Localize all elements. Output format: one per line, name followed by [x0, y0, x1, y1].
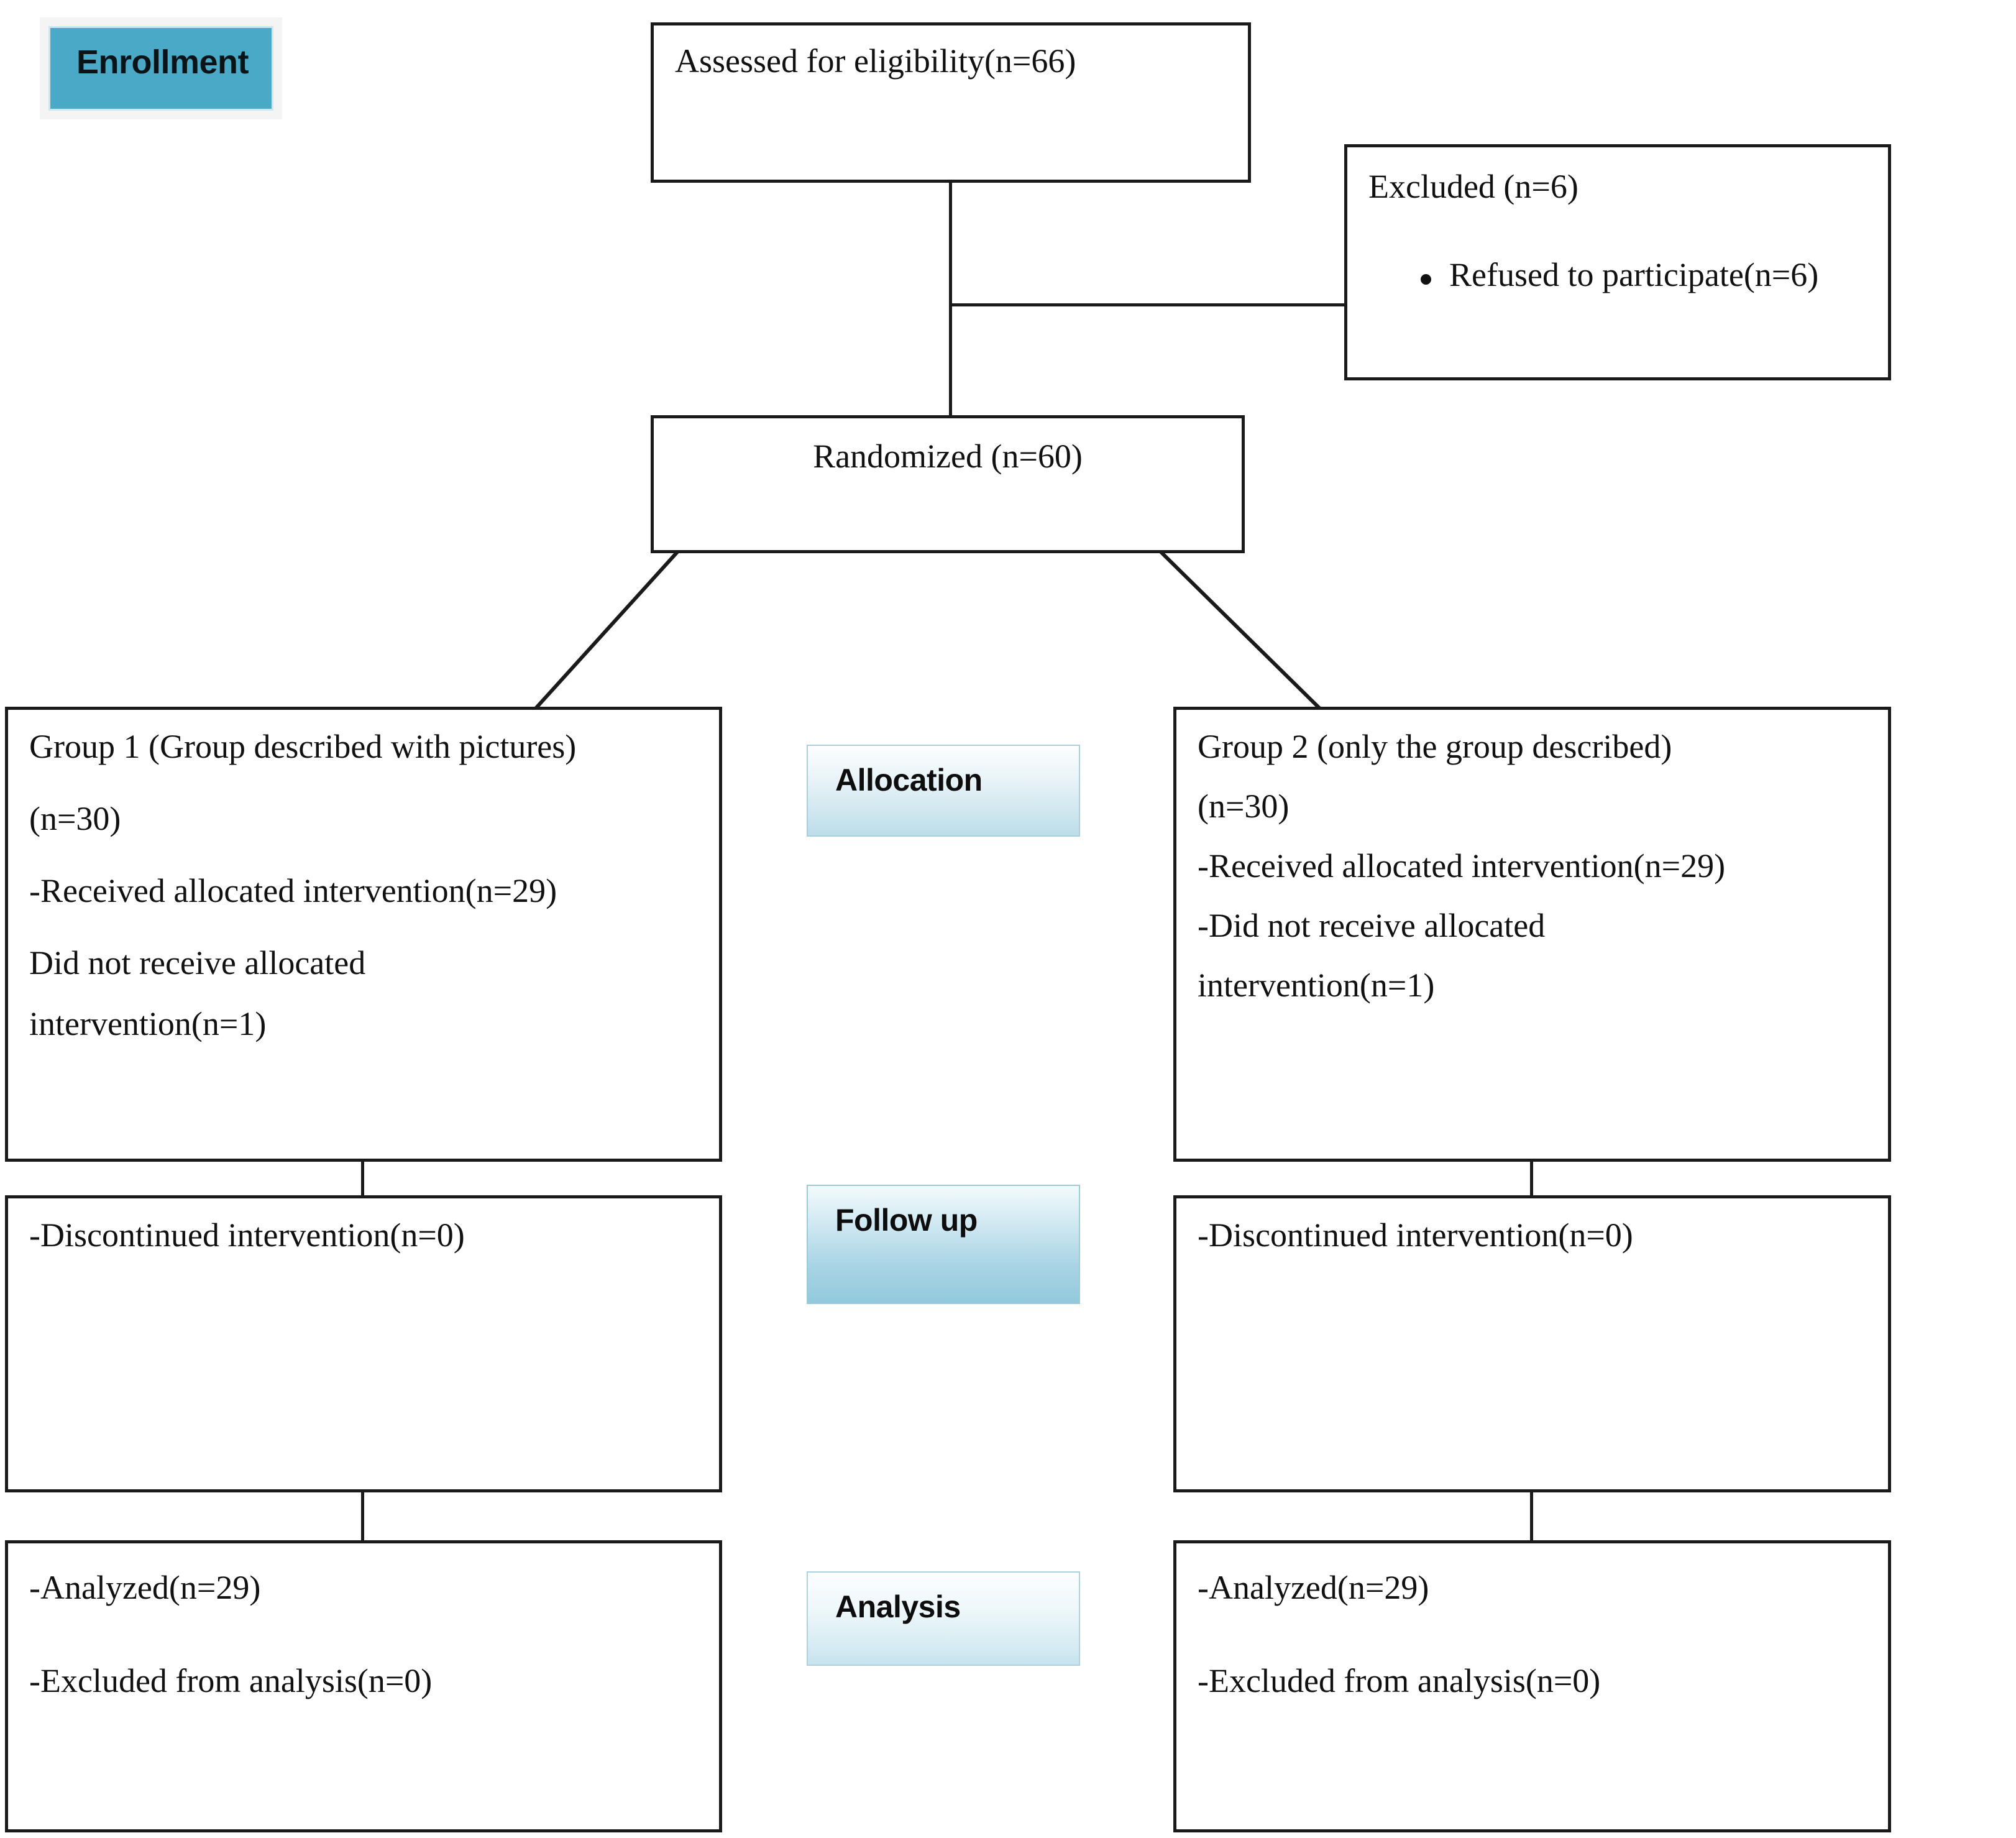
- connector-followup-to-analysis-right: [1530, 1492, 1533, 1542]
- group1-line-5: intervention(n=1): [29, 1005, 267, 1042]
- analysis-right-line-1: -Analyzed(n=29): [1198, 1569, 1429, 1606]
- followup-right-line-1: -Discontinued intervention(n=0): [1198, 1216, 1633, 1254]
- randomized-line-1: Randomized (n=60): [813, 438, 1083, 475]
- group2-line-3: -Received allocated intervention(n=29): [1198, 847, 1726, 885]
- box-group-2: Group 2 (only the group described) (n=30…: [1173, 707, 1891, 1162]
- box-followup-right: -Discontinued intervention(n=0): [1173, 1195, 1891, 1492]
- stage-label-followup-text: Follow up: [835, 1203, 978, 1238]
- excluded-bullet-item: Refused to participate(n=6): [1368, 258, 1867, 292]
- stage-label-allocation-text: Allocation: [835, 763, 983, 797]
- group1-line-4: Did not receive allocated: [29, 944, 366, 981]
- analysis-left-line-2: -Excluded from analysis(n=0): [29, 1662, 433, 1699]
- connector-randomized-to-groups: [510, 551, 1330, 712]
- group1-line-1: Group 1 (Group described with pictures): [29, 728, 577, 765]
- connector-assessed-to-randomized: [949, 180, 952, 418]
- box-analysis-right: -Analyzed(n=29) -Excluded from analysis(…: [1173, 1540, 1891, 1832]
- box-followup-left: -Discontinued intervention(n=0): [5, 1195, 722, 1492]
- stage-label-enrollment: Enrollment: [48, 26, 273, 111]
- group2-line-4: -Did not receive allocated: [1198, 907, 1546, 944]
- excluded-bullet-text: Refused to participate(n=6): [1449, 256, 1819, 293]
- box-randomized: Randomized (n=60): [651, 415, 1245, 553]
- group2-line-5: intervention(n=1): [1198, 967, 1435, 1004]
- group1-line-2: (n=30): [29, 800, 121, 837]
- group2-line-2: (n=30): [1198, 788, 1290, 825]
- stage-label-allocation: Allocation: [807, 745, 1080, 837]
- analysis-left-line-1: -Analyzed(n=29): [29, 1569, 261, 1606]
- excluded-line-1: Excluded (n=6): [1368, 168, 1578, 205]
- followup-left-line-1: -Discontinued intervention(n=0): [29, 1216, 465, 1254]
- stage-label-analysis: Analysis: [807, 1571, 1080, 1666]
- connector-followup-to-analysis-left: [361, 1492, 364, 1542]
- box-analysis-left: -Analyzed(n=29) -Excluded from analysis(…: [5, 1540, 722, 1832]
- box-excluded: Excluded (n=6) Refused to participate(n=…: [1344, 144, 1891, 380]
- stage-label-analysis-text: Analysis: [835, 1589, 961, 1624]
- randomized-split-lines: [531, 551, 1324, 712]
- group2-line-1: Group 2 (only the group described): [1198, 728, 1672, 765]
- stage-label-enrollment-text: Enrollment: [76, 44, 249, 81]
- box-assessed-for-eligibility: Assessed for eligibility(n=66): [651, 22, 1251, 183]
- connector-group2-to-followup: [1530, 1160, 1533, 1197]
- assessed-line-1: Assessed for eligibility(n=66): [675, 42, 1076, 80]
- stage-label-followup: Follow up: [807, 1185, 1080, 1304]
- connector-group1-to-followup: [361, 1160, 364, 1197]
- analysis-right-line-2: -Excluded from analysis(n=0): [1198, 1662, 1601, 1699]
- box-group-1: Group 1 (Group described with pictures) …: [5, 707, 722, 1162]
- bullet-point-icon: [1421, 274, 1431, 285]
- group1-line-3: -Received allocated intervention(n=29): [29, 872, 557, 909]
- connector-assessed-to-excluded: [949, 303, 1347, 306]
